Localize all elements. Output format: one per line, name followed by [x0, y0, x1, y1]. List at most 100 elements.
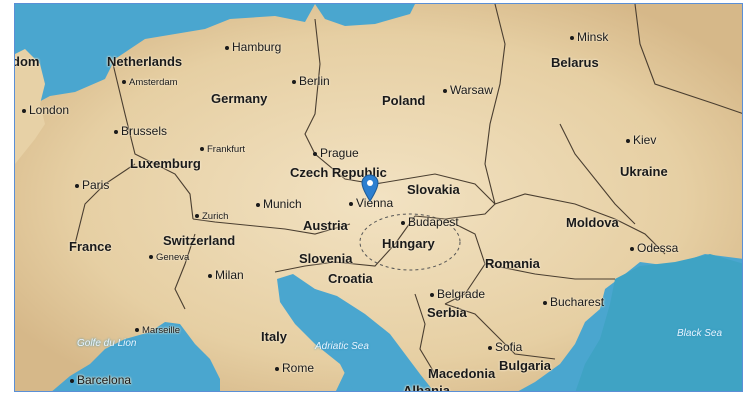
city-label: Warsaw	[450, 83, 493, 97]
city-dot-icon	[75, 183, 79, 188]
city-label: Milan	[215, 268, 244, 282]
country-hungary: Hungary	[382, 236, 435, 251]
city-label: Minsk	[577, 30, 609, 44]
city-geneva: Geneva	[149, 253, 189, 263]
city-odessa: Odessa	[630, 242, 678, 254]
city-label: Hamburg	[232, 40, 282, 54]
city-marseille: Marseille	[135, 326, 180, 336]
city-milan: Milan	[208, 269, 244, 281]
city-barcelona: Barcelona	[70, 374, 131, 386]
city-dot-icon	[22, 108, 26, 113]
city-munich: Munich	[256, 198, 302, 210]
land-mass	[15, 4, 742, 391]
city-dot-icon	[70, 378, 74, 383]
city-minsk: Minsk	[570, 31, 608, 43]
city-frankfurt: Frankfurt	[200, 145, 245, 155]
city-dot-icon	[488, 345, 492, 350]
city-paris: Paris	[75, 179, 109, 191]
country-germany: Germany	[211, 91, 268, 106]
city-label: Kiev	[633, 133, 657, 147]
city-label: Budapest	[408, 215, 459, 229]
city-zurich: Zurich	[195, 212, 228, 222]
city-dot-icon	[630, 246, 634, 251]
map-frame[interactable]: Netherlands Germany Poland Belarus Luxem…	[14, 3, 743, 392]
city-vienna: Vienna	[349, 197, 393, 209]
city-label: Frankfurt	[207, 144, 246, 155]
city-label: Geneva	[156, 252, 190, 263]
country-austria: Austria	[303, 218, 348, 233]
country-poland: Poland	[382, 93, 426, 108]
map-background	[15, 4, 742, 391]
city-rome: Rome	[275, 362, 314, 374]
country-slovenia: Slovenia	[299, 251, 353, 266]
city-label: Paris	[82, 178, 110, 192]
country-romania: Romania	[485, 256, 540, 271]
country-slovakia: Slovakia	[407, 182, 460, 197]
city-dot-icon	[349, 201, 353, 206]
city-dot-icon	[122, 80, 126, 85]
city-label: Barcelona	[77, 373, 132, 387]
sea-black-sea: Black Sea	[677, 328, 723, 339]
city-prague: Prague	[313, 147, 359, 159]
baltic-water	[315, 4, 415, 26]
city-dot-icon	[114, 129, 118, 134]
country-luxemburg: Luxemburg	[130, 156, 201, 171]
country-croatia: Croatia	[328, 271, 373, 286]
country-borders	[74, 4, 742, 375]
city-label: Brussels	[121, 124, 168, 138]
country-switzerland: Switzerland	[163, 233, 236, 248]
city-label: London	[29, 103, 70, 117]
city-label: Zurich	[202, 211, 229, 222]
city-label: Odessa	[637, 241, 679, 255]
city-label: Prague	[320, 146, 359, 160]
country-bulgaria: Bulgaria	[499, 358, 552, 373]
city-kiev: Kiev	[626, 134, 656, 146]
city-label: Bucharest	[550, 295, 605, 309]
city-label: Marseille	[142, 325, 181, 336]
city-warsaw: Warsaw	[443, 84, 493, 96]
tyrrhenian-water	[180, 354, 220, 391]
country-france: France	[69, 239, 112, 254]
city-label: Amsterdam	[129, 77, 178, 88]
country-ukraine: Ukraine	[620, 164, 668, 179]
country-macedonia: Macedonia	[428, 366, 496, 381]
city-dot-icon	[570, 35, 574, 40]
country-czech-republic: Czech Republic	[290, 165, 387, 180]
city-label: Belgrade	[437, 287, 486, 301]
city-dot-icon	[543, 300, 547, 305]
country-moldova: Moldova	[566, 215, 619, 230]
city-label: Sofia	[495, 340, 523, 354]
country-belarus: Belarus	[551, 55, 599, 70]
adriatic-water	[277, 274, 405, 391]
country-italy: Italy	[261, 329, 288, 344]
city-hamburg: Hamburg	[225, 41, 281, 53]
city-london: London	[22, 104, 69, 116]
city-dot-icon	[225, 45, 229, 50]
city-bucharest: Bucharest	[543, 296, 604, 308]
city-dot-icon	[195, 214, 199, 219]
city-amsterdam: Amsterdam	[122, 78, 178, 88]
city-brussels: Brussels	[114, 125, 167, 137]
city-label: Rome	[282, 361, 315, 375]
country-netherlands: Netherlands	[107, 54, 183, 69]
city-belgrade: Belgrade	[430, 288, 485, 300]
city-dot-icon	[401, 220, 405, 225]
city-dot-icon	[200, 147, 204, 152]
black-sea-water	[575, 254, 742, 391]
city-dot-icon	[626, 138, 630, 143]
city-dot-icon	[313, 151, 317, 156]
city-dot-icon	[292, 79, 296, 84]
city-berlin: Berlin	[292, 75, 330, 87]
city-label: Vienna	[356, 196, 394, 210]
map-pin-icon[interactable]	[361, 174, 379, 202]
hungary-highlight	[359, 213, 461, 271]
sea-adriatic: Adriatic Sea	[315, 341, 369, 352]
north-sea-water	[35, 4, 110, 69]
city-dot-icon	[275, 366, 279, 371]
country-serbia: Serbia	[427, 305, 467, 320]
city-dom-partial: dom	[14, 54, 40, 69]
country-albania: Albania	[403, 383, 450, 392]
city-dot-icon	[256, 202, 260, 207]
city-label: Berlin	[299, 74, 330, 88]
sea-golfe-du-lion: Golfe du Lion	[77, 338, 137, 349]
